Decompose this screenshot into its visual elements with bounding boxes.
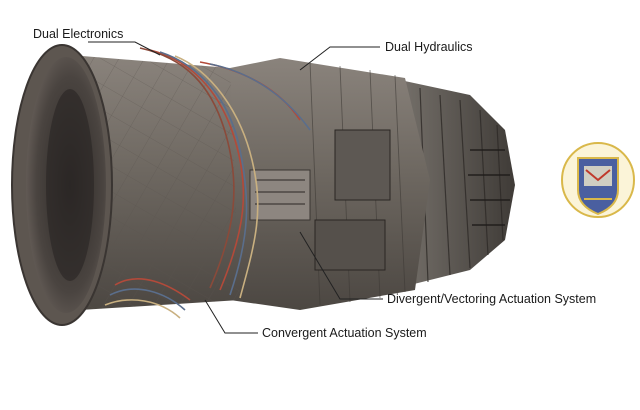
- label-convergent-actuation: Convergent Actuation System: [262, 326, 427, 340]
- label-divergent-vectoring-actuation: Divergent/Vectoring Actuation System: [387, 292, 597, 306]
- engine-front-shell: [70, 55, 240, 310]
- engine-mid-section: [220, 58, 430, 310]
- unit-crest-icon: [561, 142, 635, 218]
- nozzle-mouth: [11, 44, 113, 326]
- label-dual-hydraulics: Dual Hydraulics: [385, 40, 473, 54]
- wiring-harness: [104, 47, 311, 319]
- label-dual-electronics: Dual Electronics: [33, 27, 124, 41]
- callout-lines: [88, 41, 383, 334]
- nozzle-flaps: [400, 80, 515, 285]
